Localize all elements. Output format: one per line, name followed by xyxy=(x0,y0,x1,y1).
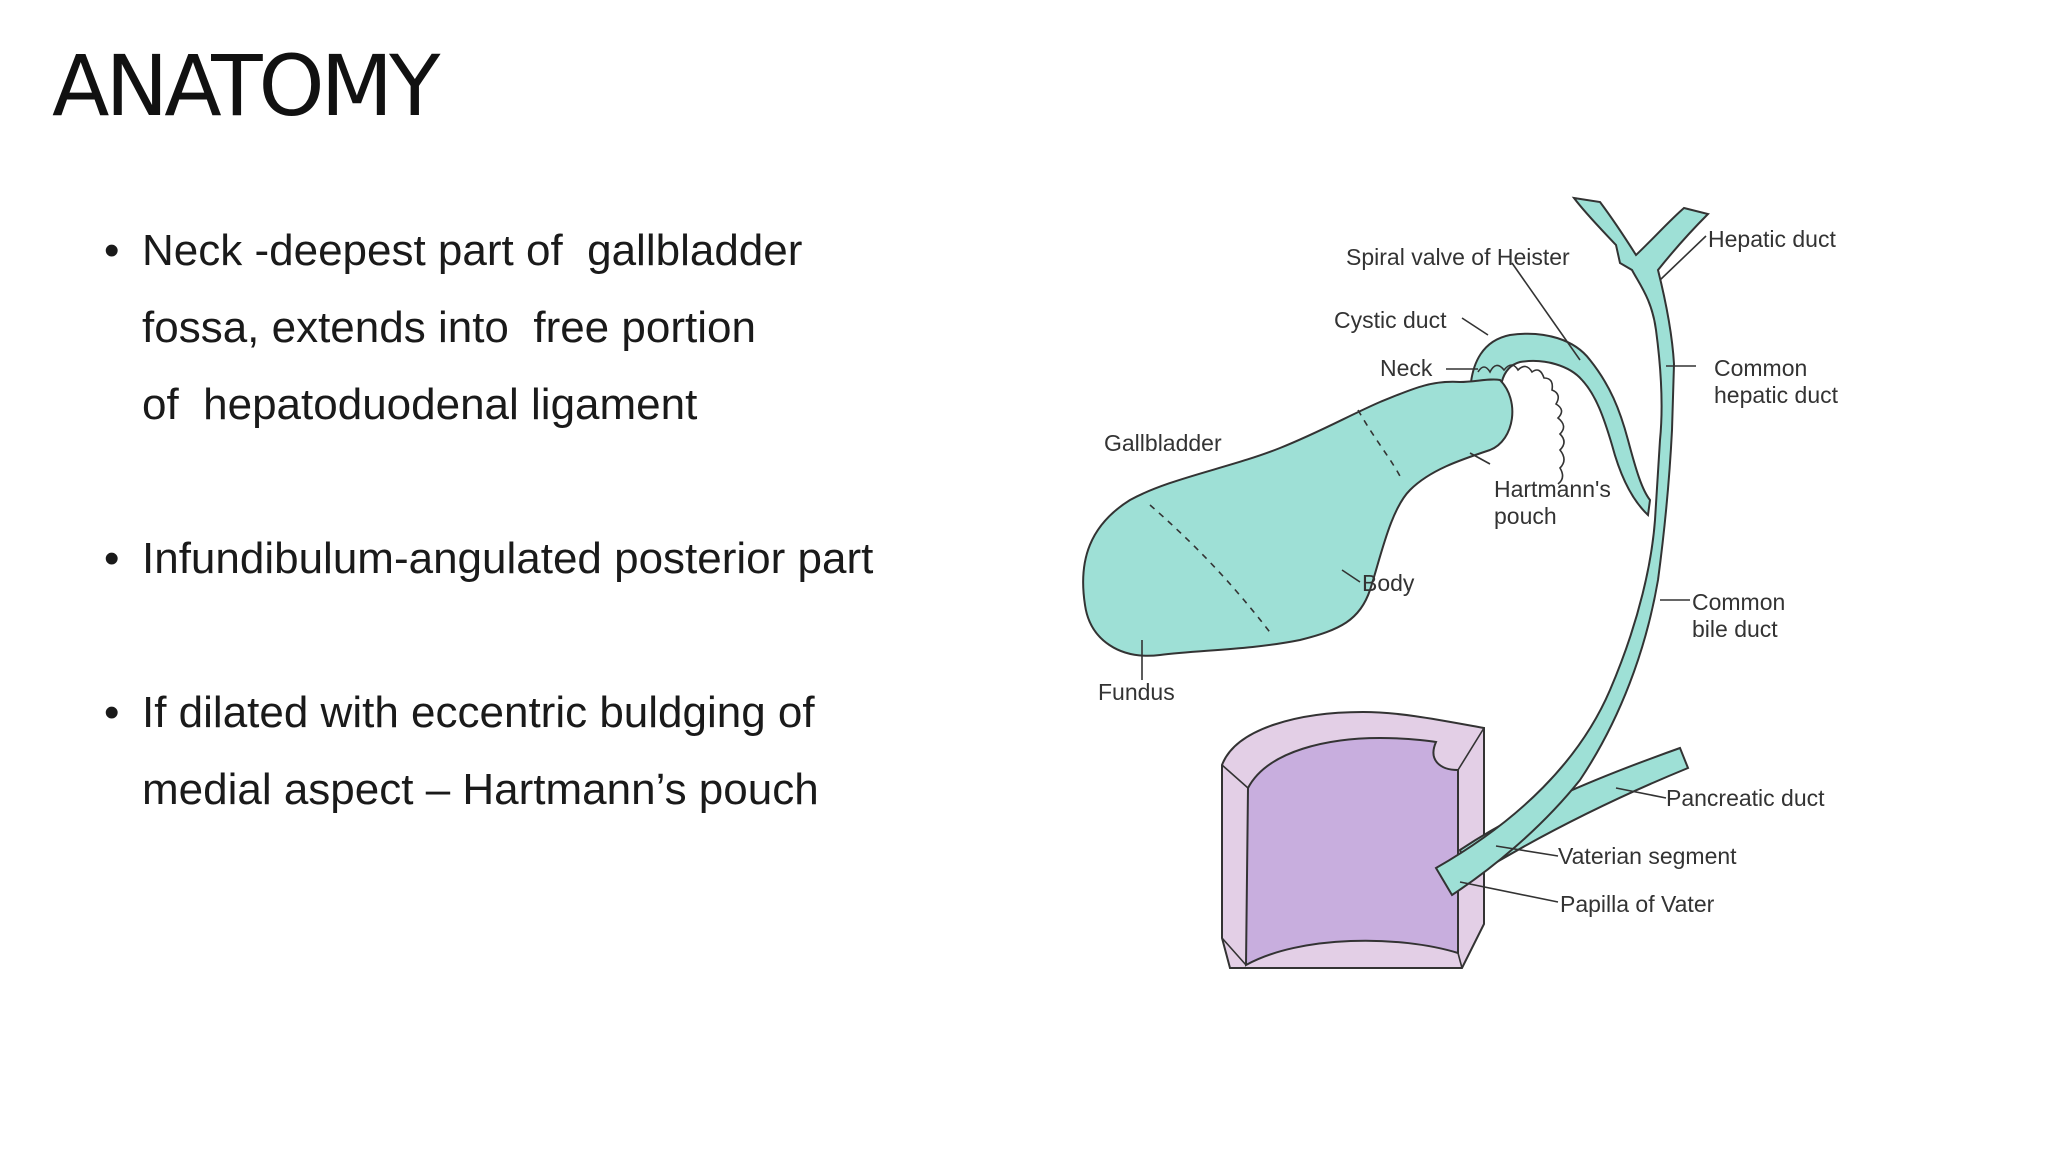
bullet-text-line: medial aspect – Hartmann’s pouch xyxy=(142,765,819,814)
bullet-hartmann: • If dilated with eccentric buldging of … xyxy=(100,674,1000,828)
slide-title: ANATOMY xyxy=(52,37,440,135)
label-papilla-of-vater: Papilla of Vater xyxy=(1560,891,1715,917)
biliary-anatomy-diagram: Hepatic duct Spiral valve of Heister Cys… xyxy=(1082,196,1839,969)
bullet-marker: • xyxy=(104,226,120,275)
bullet-text-line: If dilated with eccentric buldging of xyxy=(142,688,815,737)
bullet-text-line: Neck -deepest part of gallbladder xyxy=(142,226,803,275)
duodenum-inner-lumen xyxy=(1244,736,1459,967)
bullet-text-line: fossa, extends into free portion xyxy=(142,303,756,352)
label-cystic-duct: Cystic duct xyxy=(1334,307,1447,333)
common-bile-duct-shape xyxy=(1434,196,1710,897)
diagram-labels: Hepatic duct Spiral valve of Heister Cys… xyxy=(1098,226,1839,917)
bullet-marker: • xyxy=(104,534,120,583)
label-hartmann-line1: Hartmann's xyxy=(1494,476,1611,502)
gallbladder xyxy=(1082,378,1514,657)
label-common-bile-line1: Common xyxy=(1692,589,1785,615)
duodenum xyxy=(1221,710,1485,969)
label-vaterian-segment: Vaterian segment xyxy=(1558,843,1737,869)
label-common-bile-line2: bile duct xyxy=(1692,616,1778,642)
bullet-list: • Neck -deepest part of gallbladder foss… xyxy=(100,212,1000,905)
cystic-duct-shape xyxy=(1468,332,1652,518)
label-pancreatic-duct: Pancreatic duct xyxy=(1666,785,1825,811)
bullet-text-line: Infundibulum-angulated posterior part xyxy=(142,534,874,583)
leader-lines xyxy=(1141,235,1707,903)
bullet-text-line: of hepatoduodenal ligament xyxy=(142,380,698,429)
label-hartmann-line2: pouch xyxy=(1494,503,1557,529)
bullet-neck: • Neck -deepest part of gallbladder foss… xyxy=(100,212,1000,443)
bullet-infundibulum: • Infundibulum-angulated posterior part xyxy=(100,520,1000,597)
label-fundus: Fundus xyxy=(1098,679,1175,705)
spiral-valve xyxy=(1477,364,1565,485)
label-hepatic-duct: Hepatic duct xyxy=(1708,226,1836,252)
bullet-marker: • xyxy=(104,688,120,737)
bile-duct-tree xyxy=(1434,196,1710,897)
label-common-hepatic-line1: Common xyxy=(1714,355,1807,381)
gallbladder-shape xyxy=(1082,378,1514,657)
label-spiral-valve: Spiral valve of Heister xyxy=(1346,244,1570,270)
label-common-hepatic-line2: hepatic duct xyxy=(1714,382,1839,408)
label-body: Body xyxy=(1362,570,1415,596)
label-gallbladder: Gallbladder xyxy=(1104,430,1222,456)
label-neck: Neck xyxy=(1380,355,1433,381)
